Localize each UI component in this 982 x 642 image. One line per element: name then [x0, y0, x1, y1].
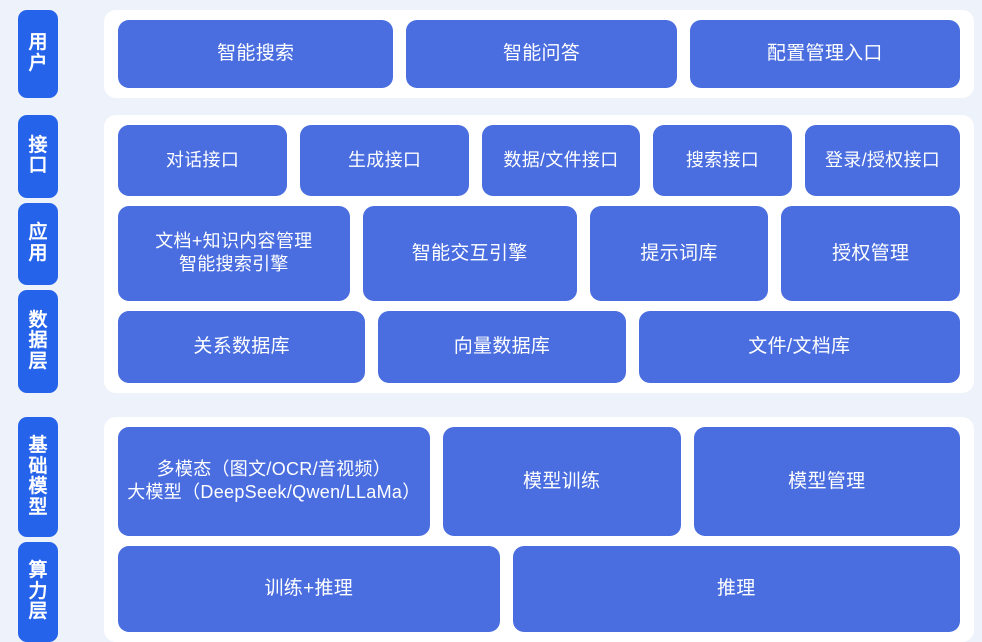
row-applications: 文档+知识内容管理 智能搜索引擎 智能交互引擎 提示词库 授权管理 — [118, 205, 961, 301]
row-interfaces: 对话接口 生成接口 数据/文件接口 搜索接口 登录/授权接口 — [118, 125, 960, 196]
tile-generation-interface[interactable]: 生成接口 — [300, 125, 470, 196]
section-infrastructure: 基础模型 算力层 多模态（图文/OCR/音视频） 大模型（DeepSeek/Qw… — [0, 417, 982, 642]
tile-search-interface[interactable]: 搜索接口 — [652, 125, 793, 196]
tile-vector-database[interactable]: 向量数据库 — [378, 310, 626, 383]
tile-interaction-engine[interactable]: 智能交互引擎 — [362, 205, 577, 301]
row-models: 多模态（图文/OCR/音视频） 大模型（DeepSeek/Qwen/LLaMa）… — [118, 427, 960, 536]
tile-login-auth-interface[interactable]: 登录/授权接口 — [805, 125, 960, 196]
panel-infrastructure: 多模态（图文/OCR/音视频） 大模型（DeepSeek/Qwen/LLaMa）… — [104, 417, 974, 642]
rail-middle: 接口 应用 数据层 — [0, 115, 58, 394]
tile-training-and-inference[interactable]: 训练+推理 — [118, 545, 500, 633]
tile-document-knowledge-management[interactable]: 文档+知识内容管理 智能搜索引擎 — [118, 205, 350, 301]
panel-middle: 对话接口 生成接口 数据/文件接口 搜索接口 登录/授权接口 文档+知识内容管理… — [104, 115, 974, 393]
row-user-entrypoints: 智能搜索 智能问答 配置管理入口 — [118, 20, 960, 88]
tile-data-file-interface[interactable]: 数据/文件接口 — [482, 125, 640, 196]
rail-label-user: 用户 — [18, 10, 58, 98]
row-data-stores: 关系数据库 向量数据库 文件/文档库 — [118, 310, 960, 383]
tile-model-training[interactable]: 模型训练 — [442, 427, 681, 536]
tile-multimodal-large-model[interactable]: 多模态（图文/OCR/音视频） 大模型（DeepSeek/Qwen/LLaMa） — [118, 427, 430, 536]
rail-label-application-text: 应用 — [28, 222, 49, 264]
tile-smart-search[interactable]: 智能搜索 — [118, 20, 394, 88]
tile-relational-database[interactable]: 关系数据库 — [118, 310, 366, 383]
tile-file-document-store[interactable]: 文件/文档库 — [638, 310, 960, 383]
row-compute: 训练+推理 推理 — [118, 545, 960, 633]
tile-prompt-library[interactable]: 提示词库 — [589, 205, 769, 301]
tile-dialog-interface[interactable]: 对话接口 — [118, 125, 288, 196]
tile-config-management-entry[interactable]: 配置管理入口 — [689, 20, 960, 88]
tile-authorization-management[interactable]: 授权管理 — [781, 205, 961, 301]
rail-label-compute-text: 算力层 — [28, 560, 49, 623]
tile-model-management[interactable]: 模型管理 — [693, 427, 960, 536]
tile-smart-qa[interactable]: 智能问答 — [406, 20, 677, 88]
tile-inference[interactable]: 推理 — [512, 545, 960, 633]
rail-label-interface-text: 接口 — [28, 134, 49, 177]
rail-label-application: 应用 — [18, 202, 58, 285]
section-middle: 接口 应用 数据层 对话接口 生成接口 数据/文件接口 搜索接口 登录/授权接口… — [0, 115, 982, 394]
rail-user: 用户 — [0, 10, 58, 98]
rail-label-user-text: 用户 — [28, 32, 49, 74]
rail-label-foundation-model: 基础模型 — [18, 417, 58, 538]
rail-label-foundation-model-text: 基础模型 — [28, 435, 49, 518]
rail-label-data: 数据层 — [18, 290, 58, 394]
section-user: 用户 智能搜索 智能问答 配置管理入口 — [0, 0, 982, 98]
rail-infrastructure: 基础模型 算力层 — [0, 417, 58, 642]
rail-label-interface: 接口 — [18, 115, 58, 198]
rail-label-data-text: 数据层 — [28, 309, 49, 372]
panel-user: 智能搜索 智能问答 配置管理入口 — [104, 10, 974, 98]
rail-label-compute: 算力层 — [18, 542, 58, 642]
